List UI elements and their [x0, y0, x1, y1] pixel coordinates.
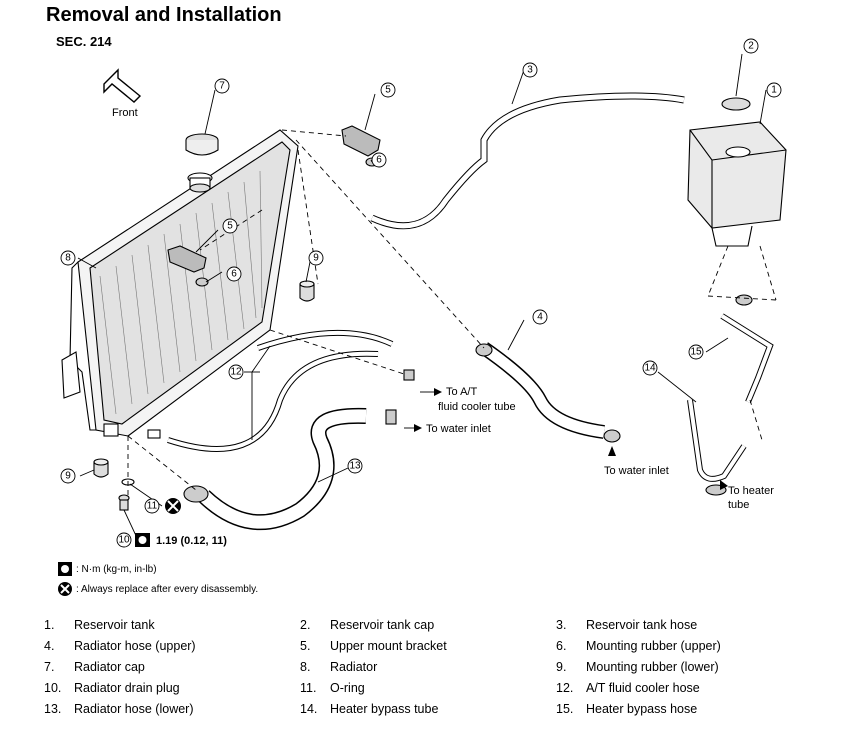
parts-row: 1.Reservoir tank 2.Reservoir tank cap 3.… [44, 614, 834, 635]
radiator-drain-plug [118, 478, 135, 511]
heater-bypass-hose [720, 294, 774, 404]
list-item: 5.Upper mount bracket [300, 638, 447, 653]
parts-row: 13.Radiator hose (lower) 14.Heater bypas… [44, 699, 834, 720]
to-water-inlet-right-label: To water inlet [604, 465, 669, 477]
list-item: 9.Mounting rubber (lower) [556, 659, 719, 674]
list-item: 2.Reservoir tank cap [300, 617, 435, 632]
section-code: SEC. 214 [56, 34, 112, 49]
callout-6-lower: 6 [231, 269, 237, 280]
list-item: 1.Reservoir tank [44, 617, 155, 632]
upper-mount-bracket [167, 125, 381, 287]
parts-row: 4.Radiator hose (upper) 5.Upper mount br… [44, 635, 834, 656]
to-at-label-line1: To A/T [446, 386, 477, 398]
legend-replace-text: : Always replace after every disassembly… [76, 583, 259, 595]
callout-15: 15 [690, 347, 702, 358]
to-heater-label-line1: To heater [728, 485, 774, 497]
callout-9-right: 9 [313, 253, 319, 264]
list-item: 10.Radiator drain plug [44, 681, 180, 696]
to-water-inlet-left-label: To water inlet [426, 423, 491, 435]
cooling-system-diagram: 1 2 3 4 5 5 6 6 7 8 9 9 10 11 12 13 14 1… [60, 38, 787, 548]
torque-wrench-icon [135, 533, 150, 547]
callout-5-top: 5 [385, 85, 391, 96]
torque-spec-label: 1.19 (0.12, 11) [156, 535, 227, 547]
list-item: 7.Radiator cap [44, 659, 145, 674]
parts-list: 1.Reservoir tank 2.Reservoir tank cap 3.… [44, 614, 834, 720]
radiator [61, 129, 299, 439]
list-item: 13.Radiator hose (lower) [44, 702, 194, 717]
callout-3: 3 [527, 65, 533, 76]
callout-13: 13 [349, 461, 361, 472]
callout-8: 8 [65, 253, 71, 264]
list-item: 11.O-ring [300, 681, 365, 696]
radiator-cap [185, 133, 219, 156]
list-item: 3.Reservoir tank hose [556, 617, 698, 632]
to-at-label-line2: fluid cooler tube [438, 401, 516, 413]
front-label: Front [112, 107, 138, 119]
torque-wrench-icon [58, 562, 72, 576]
callout-9-left: 9 [65, 471, 71, 482]
legend-torque: : N·m (kg-m, in-lb) [58, 562, 157, 576]
front-arrow-icon [103, 68, 142, 103]
radiator-hose-upper [475, 342, 621, 443]
callout-5-lower: 5 [227, 221, 233, 232]
callout-11: 11 [147, 501, 158, 512]
callout-10: 10 [118, 535, 130, 546]
list-item: 8.Radiator [300, 659, 378, 674]
callout-7: 7 [219, 81, 225, 92]
callout-1: 1 [771, 85, 777, 96]
callout-12: 12 [230, 367, 242, 378]
callout-4: 4 [537, 312, 543, 323]
legend-replace: : Always replace after every disassembly… [58, 582, 258, 596]
list-item: 4.Radiator hose (upper) [44, 638, 196, 653]
heater-bypass-tube [687, 399, 747, 496]
to-heater-label-line2: tube [728, 499, 749, 511]
at-fluid-cooler-hose [167, 330, 415, 452]
callout-6-top: 6 [376, 155, 382, 166]
list-item: 14.Heater bypass tube [300, 702, 439, 717]
mounting-rubber-lower [93, 280, 315, 478]
list-item: 15.Heater bypass hose [556, 702, 698, 717]
reservoir-tank-hose [370, 92, 685, 230]
page-title: Removal and Installation [46, 4, 282, 26]
callout-2: 2 [748, 41, 754, 52]
replace-always-icon [58, 582, 72, 596]
list-item: 6.Mounting rubber (upper) [556, 638, 721, 653]
parts-row: 7.Radiator cap 8.Radiator 9.Mounting rub… [44, 656, 834, 677]
radiator-hose-lower [183, 407, 397, 531]
list-item: 12.A/T fluid cooler hose [556, 681, 700, 696]
reservoir-tank [687, 97, 787, 247]
parts-row: 10.Radiator drain plug 11.O-ring 12.A/T … [44, 678, 834, 699]
replace-always-icon [165, 498, 181, 514]
legend-torque-text: : N·m (kg-m, in-lb) [76, 563, 157, 575]
callout-14: 14 [644, 363, 656, 374]
